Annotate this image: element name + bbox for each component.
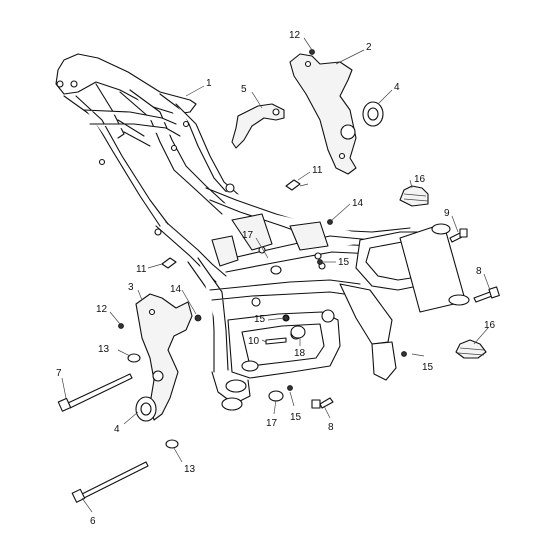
callout-5: 5 xyxy=(241,84,247,95)
callout-2: 2 xyxy=(366,42,372,53)
callout-13: 13 xyxy=(98,344,110,355)
callout-6: 6 xyxy=(90,516,96,527)
callout-10: 10 xyxy=(248,336,260,347)
part-8-bolt-right xyxy=(473,286,500,303)
part-16-mount-lower xyxy=(455,339,487,359)
part-8-bolt-lower xyxy=(311,397,334,409)
callout-15: 15 xyxy=(338,257,350,268)
part-2-side-plate xyxy=(289,53,357,175)
callout-12: 12 xyxy=(96,304,108,315)
part-7-long-bolt xyxy=(57,373,133,412)
callout-17: 17 xyxy=(266,418,278,429)
callout-labels: 1 2 12 4 5 11 16 14 9 8 17 15 11 14 3 12… xyxy=(56,30,496,527)
part-4-grommet-upper xyxy=(362,101,384,127)
callout-1: 1 xyxy=(206,78,212,89)
part-15-nuts xyxy=(283,259,407,391)
part-13-washer-upper xyxy=(127,353,141,363)
callout-3: 3 xyxy=(128,282,134,293)
part-14-stud-lower xyxy=(194,314,202,322)
callout-15: 15 xyxy=(422,362,434,373)
callout-18: 18 xyxy=(294,348,306,359)
part-17-spacer-lower xyxy=(268,390,284,402)
leader-lines xyxy=(61,37,491,513)
part-9-bolt xyxy=(449,228,468,243)
part-6-long-bolt xyxy=(71,461,149,503)
part-11-clip-lower xyxy=(161,257,177,269)
callout-17: 17 xyxy=(242,230,254,241)
part-13-washer-lower xyxy=(165,439,179,449)
callout-14: 14 xyxy=(352,198,364,209)
main-frame xyxy=(55,53,470,411)
part-5-bracket xyxy=(231,103,285,149)
callout-15: 15 xyxy=(254,314,266,325)
part-14-stud-upper xyxy=(327,219,333,225)
part-11-clip-upper xyxy=(285,179,301,191)
part-17-spacer-upper xyxy=(270,265,282,275)
callout-16: 16 xyxy=(484,320,496,331)
part-4-grommet-lower xyxy=(135,396,157,422)
callout-8: 8 xyxy=(476,266,482,277)
callout-13: 13 xyxy=(184,464,196,475)
callout-8: 8 xyxy=(328,422,334,433)
part-3-side-plate xyxy=(135,293,193,421)
part-16-mount-upper xyxy=(399,185,429,207)
callout-15: 15 xyxy=(290,412,302,423)
part-18-bush xyxy=(290,325,306,339)
part-12-screw-upper xyxy=(309,49,315,55)
callout-4: 4 xyxy=(114,424,120,435)
callout-14: 14 xyxy=(170,284,182,295)
callout-11: 11 xyxy=(312,165,323,176)
callout-4: 4 xyxy=(394,82,400,93)
callout-7: 7 xyxy=(56,368,62,379)
callout-11: 11 xyxy=(136,264,147,275)
part-12-screw-lower xyxy=(118,323,124,329)
callout-12: 12 xyxy=(289,30,301,41)
callout-9: 9 xyxy=(444,208,450,219)
part-10-bolt xyxy=(265,337,287,345)
callout-16: 16 xyxy=(414,174,426,185)
